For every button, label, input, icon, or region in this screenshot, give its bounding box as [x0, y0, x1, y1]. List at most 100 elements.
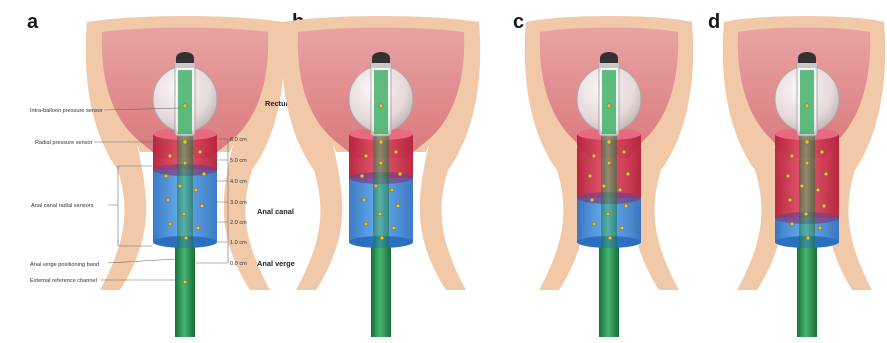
sensor-dot [164, 174, 168, 178]
sensor-dot [396, 204, 400, 208]
label-external-reference: External reference channel [30, 278, 97, 284]
scale-mark: 2.0 cm [230, 220, 247, 226]
catheter-assembly [86, 16, 284, 337]
catheter-assembly [525, 16, 693, 337]
label-anal-canal: Anal canal [257, 207, 294, 216]
sensor-dot [820, 150, 824, 154]
sensor-dot [592, 154, 596, 158]
tip-collar [599, 63, 619, 68]
sensor-dot [590, 198, 594, 202]
sensor-dot [624, 204, 628, 208]
sensor-dot [398, 172, 402, 176]
scale-mark: 3.0 cm [230, 200, 247, 206]
label-anal-canal-radial-sensors: Anal canal radial sensors [31, 203, 94, 209]
sensor-dot [378, 212, 382, 216]
diagram-panel-a: a [27, 11, 295, 337]
sensor-dot [183, 280, 187, 284]
sensor-dot [182, 212, 186, 216]
sensor-dot [183, 161, 187, 165]
sensor-dot [800, 184, 804, 188]
sensor-dot [364, 222, 368, 226]
sensor-dot [392, 226, 396, 230]
scale-mark: 1.0 cm [230, 240, 247, 246]
sensor-dot [364, 154, 368, 158]
sensor-dot [786, 174, 790, 178]
catheter-tip [600, 52, 618, 64]
panel-letter: a [27, 11, 39, 33]
catheter-assembly [282, 16, 480, 337]
sensor-dot [602, 184, 606, 188]
sensor-dot [588, 174, 592, 178]
catheter-shaft [797, 240, 817, 337]
scale-mark: 5.0 cm [230, 158, 247, 164]
catheter-shaft [175, 240, 195, 337]
scale-mark: 6.0 cm [230, 137, 247, 143]
sensor-dot [790, 154, 794, 158]
tip-collar [371, 63, 391, 68]
catheter-shaft [599, 240, 619, 337]
sensor-dot [390, 188, 394, 192]
diagram-panel-b: b [282, 11, 480, 337]
catheter-tip [798, 52, 816, 64]
sensor-dot [816, 188, 820, 192]
sensor-dot [622, 150, 626, 154]
sensor-dot [804, 212, 808, 216]
label-intra-balloon-sensor: Intra-balloon pressure sensor [30, 108, 103, 114]
label-anal-verge-band: Anal verge positioning band [30, 262, 99, 268]
sensor-dot [194, 188, 198, 192]
scale-mark: 4.0 cm [230, 179, 247, 185]
tip-collar [797, 63, 817, 68]
sensor-dot [178, 184, 182, 188]
catheter-in-balloon [800, 70, 814, 134]
sensor-dot [168, 154, 172, 158]
sensor-dot [198, 150, 202, 154]
sensor-dot [168, 222, 172, 226]
sensor-dot [360, 174, 364, 178]
sensor-dot [394, 150, 398, 154]
scale-mark: 0.0 cm [230, 261, 247, 267]
catheter-tip [372, 52, 390, 64]
diagram-panel-d: d [708, 11, 885, 337]
sensor-dot [620, 226, 624, 230]
sensor-dot [626, 172, 630, 176]
radial-sensor [607, 140, 611, 144]
label-radial-sensor: Radial pressure sensor [35, 140, 93, 146]
sensor-dot [606, 212, 610, 216]
catheter-tip [176, 52, 194, 64]
sensor-dot [805, 161, 809, 165]
panel-letter: d [708, 11, 720, 33]
catheter-assembly [723, 16, 886, 337]
sensor-dot [592, 222, 596, 226]
sensor-dot [822, 204, 826, 208]
balloon-sensor [607, 104, 611, 108]
balloon-sensor [379, 104, 383, 108]
sensor-dot [200, 204, 204, 208]
sensor-dot [824, 172, 828, 176]
panel-letter: c [513, 11, 524, 33]
radial-sensor [805, 140, 809, 144]
catheter-in-balloon [602, 70, 616, 134]
radial-sensor [183, 140, 187, 144]
diagram-panel-c: c [513, 11, 693, 337]
catheter-in-balloon [374, 70, 388, 134]
sensor-dot [196, 226, 200, 230]
sensor-dot [374, 184, 378, 188]
sensor-dot [818, 226, 822, 230]
balloon-sensor [805, 104, 809, 108]
sensor-dot [790, 222, 794, 226]
tip-collar [175, 63, 195, 68]
sensor-dot [806, 236, 810, 240]
sensor-dot [166, 198, 170, 202]
radial-sensor [379, 140, 383, 144]
sensor-dot [184, 236, 188, 240]
label-anal-verge: Anal verge [257, 259, 295, 268]
sensor-dot [607, 161, 611, 165]
sensor-dot [202, 172, 206, 176]
sensor-dot [380, 236, 384, 240]
sensor-dot [618, 188, 622, 192]
sensor-dot [608, 236, 612, 240]
sensor-dot [362, 198, 366, 202]
sensor-dot [788, 198, 792, 202]
catheter-shaft [371, 240, 391, 337]
